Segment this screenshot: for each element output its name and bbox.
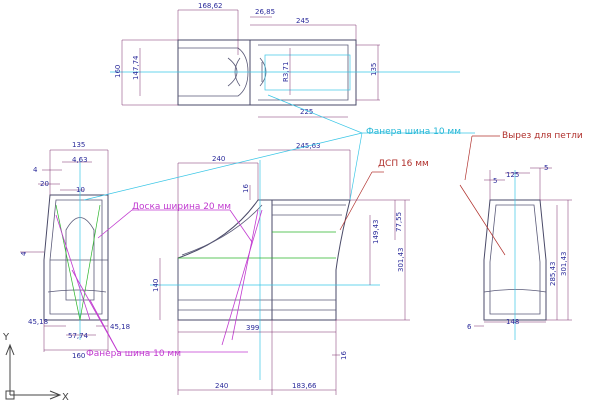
dim-240-bottom: 240 [215, 382, 228, 390]
dim-135-left: 135 [72, 141, 85, 149]
note-chipboard: ДСП 16 мм [378, 159, 429, 169]
dim-16-bottom: 16 [340, 351, 348, 360]
left-view: 135 4 4,63 20 10 4 45,18 57,74 45,18 160 [20, 141, 130, 360]
dim-16-top: 16 [242, 184, 250, 193]
dim-6: 6 [467, 323, 472, 331]
dim-4-63: 4,63 [72, 156, 88, 164]
axis-x-label: X [62, 392, 69, 403]
dim-160-left: 160 [72, 352, 85, 360]
dim-240-top: 240 [212, 155, 225, 163]
dim-399: 399 [246, 324, 259, 332]
dim-148: 148 [506, 318, 519, 326]
axis-y-label: Y [2, 332, 10, 343]
dim-45-18-left: 45,18 [28, 318, 48, 326]
dim-135-top: 135 [370, 63, 378, 76]
note-plywood-top: Фанера шина 10 мм [366, 127, 461, 137]
dim-77-55: 77,55 [395, 212, 403, 232]
dim-245: 245 [296, 17, 309, 25]
note-plywood-bottom: Фанера шина 10 мм [86, 349, 181, 359]
dim-160: 160 [114, 65, 122, 78]
dim-26-85: 26,85 [255, 8, 275, 16]
dim-301-43-front: 301,43 [397, 248, 405, 273]
dim-57-74: 57,74 [68, 332, 89, 340]
dim-4-side: 4 [20, 251, 28, 256]
dim-4-top: 4 [33, 166, 38, 174]
dim-183-66: 183,66 [292, 382, 317, 390]
dim-45-18-right: 45,18 [110, 323, 130, 331]
dim-147-74: 147,74 [132, 55, 140, 80]
leaders [71, 94, 500, 353]
dim-5-right: 5 [544, 164, 548, 172]
front-view: 240 245,63 16 149,43 77,55 301,43 140 39… [150, 142, 410, 395]
dim-r3-71: R3,71 [282, 62, 290, 82]
note-board: Доска ширина 20 мм [132, 202, 231, 212]
dim-168-62: 168,62 [198, 2, 223, 10]
right-view: 5 125 5 285,43 301,43 6 148 [459, 164, 572, 340]
dim-301-43-right: 301,43 [560, 252, 568, 277]
dim-140: 140 [152, 279, 160, 292]
ucs-icon: Y X [2, 332, 69, 403]
dim-20: 20 [40, 180, 49, 188]
dim-225: 225 [300, 108, 313, 116]
dim-5-left: 5 [493, 177, 497, 185]
dim-149-43: 149,43 [372, 220, 380, 245]
top-view: 168,62 26,85 245 160 147,74 R3,71 135 22… [110, 2, 460, 118]
note-cutout: Вырез для петли [502, 131, 583, 141]
dim-125: 125 [506, 171, 519, 179]
dim-10: 10 [76, 186, 85, 194]
dim-285-43: 285,43 [549, 262, 557, 287]
